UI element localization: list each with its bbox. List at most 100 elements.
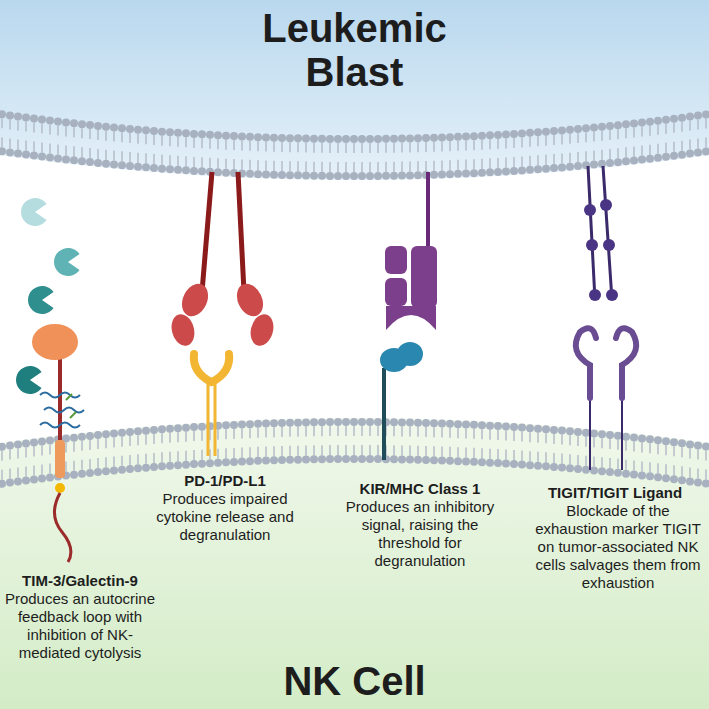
lipid-bilayer <box>670 115 678 123</box>
lipid-bilayer <box>446 457 454 465</box>
lipid-bilayer <box>225 429 227 439</box>
pd-1-receptor <box>194 354 229 456</box>
lipid-bilayer <box>433 446 435 456</box>
lipid-bilayer <box>625 460 627 470</box>
lipid-bilayer <box>550 426 558 434</box>
interaction-description: Produces impaired cytokine release and d… <box>137 490 313 544</box>
lipid-bilayer <box>553 154 555 164</box>
lipid-bilayer <box>425 142 427 152</box>
lipid-bilayer <box>350 455 358 463</box>
lipid-bilayer <box>406 171 414 179</box>
lipid-bilayer <box>425 161 427 171</box>
lipid-bilayer <box>462 133 470 141</box>
lipid-bilayer <box>14 478 22 486</box>
lipid-bilayer <box>486 422 494 430</box>
lipid-bilayer <box>9 119 11 129</box>
lipid-bilayer <box>601 150 603 160</box>
pd-l1-ligand <box>168 312 198 349</box>
lipid-bilayer <box>641 146 643 156</box>
lipid-bilayer <box>478 458 486 466</box>
lipid-bilayer <box>137 435 139 445</box>
lipid-bilayer <box>270 419 278 427</box>
lipid-bilayer <box>281 142 283 152</box>
lipid-bilayer <box>582 124 590 132</box>
lipid-bilayer <box>377 162 379 172</box>
lipid-bilayer <box>206 131 214 139</box>
lipid-bilayer <box>94 468 102 476</box>
lipid-bilayer <box>25 466 27 476</box>
lipid-bilayer <box>497 158 499 168</box>
lipid-bilayer <box>270 456 278 464</box>
lipid-bilayer <box>457 141 459 151</box>
lipid-bilayer <box>521 451 523 461</box>
lipid-bilayer <box>166 165 174 173</box>
lipid-bilayer <box>142 464 150 472</box>
lipid-bilayer <box>702 443 709 451</box>
lipid-bilayer <box>566 427 574 435</box>
lipid-bilayer <box>649 462 651 472</box>
lipid-bilayer <box>489 139 491 149</box>
lipid-bilayer <box>265 428 267 438</box>
lipid-bilayer <box>585 132 587 142</box>
lipid-bilayer <box>393 143 395 153</box>
lipid-bilayer <box>417 446 419 456</box>
lipid-bilayer <box>422 456 430 464</box>
lipid-bilayer <box>190 167 198 175</box>
lipid-bilayer <box>174 424 182 432</box>
lipid-bilayer <box>334 455 342 463</box>
lipid-bilayer <box>409 446 411 456</box>
lipid-bilayer <box>225 448 227 458</box>
lipid-bilayer <box>86 121 94 129</box>
lipid-bilayer <box>329 143 331 153</box>
lipid-bilayer <box>334 135 342 143</box>
lipid-bilayer <box>0 480 6 488</box>
pd-l1-ligand <box>232 280 268 321</box>
lipid-bilayer <box>6 479 14 487</box>
lipid-bilayer <box>102 467 110 475</box>
lipid-bilayer <box>342 135 350 143</box>
lipid-bilayer <box>222 421 230 429</box>
lipid-bilayer <box>134 464 142 472</box>
lipid-bilayer <box>286 134 294 142</box>
lipid-bilayer <box>662 153 670 161</box>
lipid-bilayer <box>678 151 686 159</box>
lipid-bilayer <box>358 172 366 180</box>
lipid-bilayer <box>417 161 419 171</box>
lipid-bilayer <box>0 147 6 155</box>
tim3-receptor <box>55 483 65 493</box>
lipid-bilayer <box>529 137 531 147</box>
interaction-title: PD-1/PD-L1 <box>137 472 313 490</box>
lipid-bilayer <box>81 128 83 138</box>
lipid-bilayer <box>257 447 259 457</box>
lipid-bilayer <box>377 426 379 436</box>
lipid-bilayer <box>361 143 363 153</box>
lipid-bilayer <box>505 157 507 167</box>
lipid-bilayer <box>361 426 363 436</box>
lipid-bilayer <box>454 420 462 428</box>
lipid-bilayer <box>510 423 518 431</box>
lipid-bilayer <box>513 431 515 441</box>
lipid-bilayer <box>505 138 507 148</box>
lipid-bilayer <box>153 453 155 463</box>
lipid-bilayer <box>430 171 438 179</box>
lipid-bilayer <box>145 134 147 144</box>
lipid-bilayer <box>73 127 75 137</box>
tim3-receptor <box>32 324 84 562</box>
lipid-bilayer <box>270 171 278 179</box>
lipid-bilayer <box>14 112 22 120</box>
lipid-bilayer <box>638 434 646 442</box>
lipid-bilayer <box>62 118 70 126</box>
lipid-bilayer <box>294 171 302 179</box>
lipid-bilayer <box>545 452 547 462</box>
lipid-bilayer <box>529 451 531 461</box>
lipid-bilayer <box>33 446 35 456</box>
lipid-bilayer <box>478 169 486 177</box>
lipid-bilayer <box>558 427 566 435</box>
lipid-bilayer <box>281 427 283 437</box>
lipid-bilayer <box>110 467 118 475</box>
lipid-bilayer <box>574 162 582 170</box>
lipid-bilayer <box>297 427 299 437</box>
lipid-bilayer <box>673 465 675 475</box>
lipid-bilayer <box>150 426 158 434</box>
